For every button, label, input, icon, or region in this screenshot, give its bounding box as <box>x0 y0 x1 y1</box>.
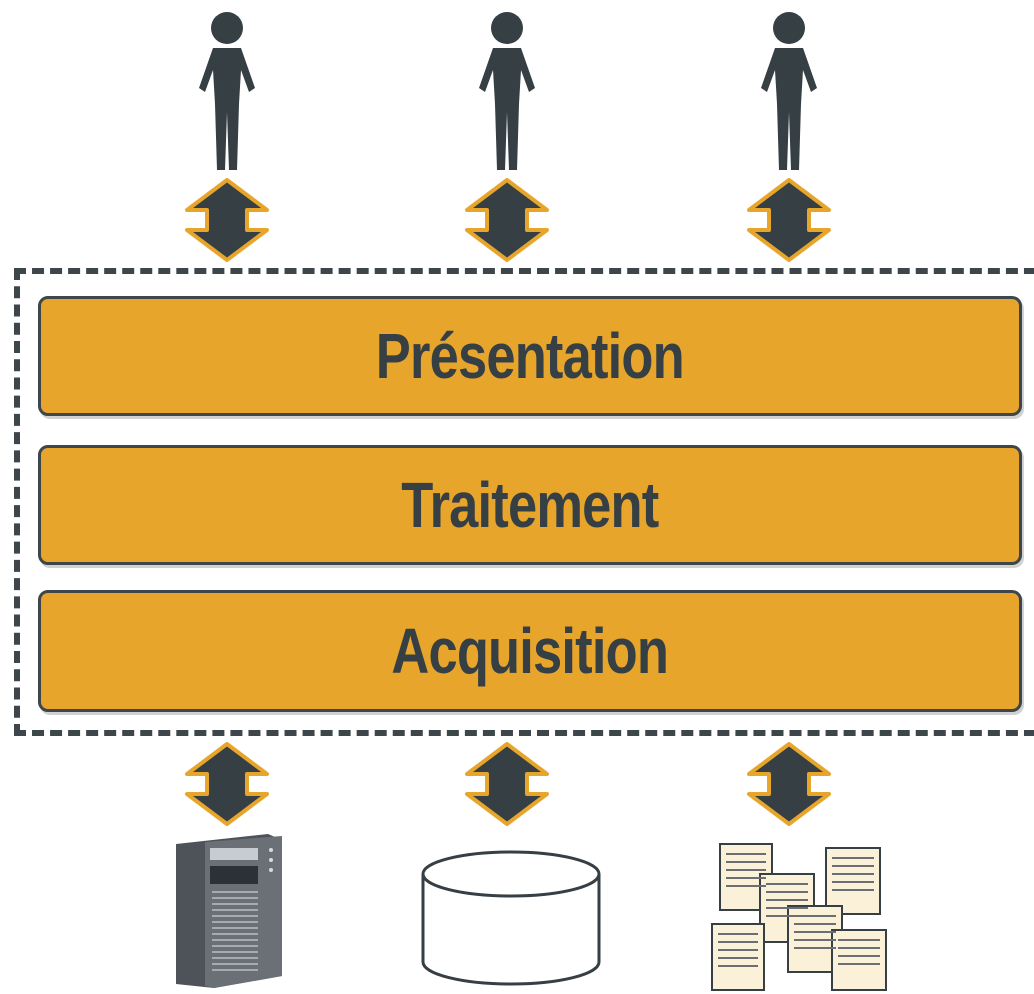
documents-icon <box>711 843 887 991</box>
double-arrow-icon <box>185 742 269 826</box>
layer-label: Présentation <box>375 320 685 392</box>
system-boundary <box>14 268 1034 736</box>
double-arrow-icon <box>465 178 549 262</box>
layer-label: Traitement <box>401 469 659 541</box>
layer-acquisition: Acquisition <box>38 590 1022 712</box>
sources-row <box>176 834 887 991</box>
users-row <box>199 12 817 170</box>
top-arrows <box>185 178 831 262</box>
layer-traitement: Traitement <box>38 445 1022 565</box>
person-icon <box>199 12 255 170</box>
server-icon <box>176 834 282 988</box>
layer-label: Acquisition <box>391 615 670 687</box>
bottom-arrows <box>185 742 831 826</box>
database-icon <box>421 850 601 986</box>
double-arrow-icon <box>185 178 269 262</box>
person-icon <box>761 12 817 170</box>
double-arrow-icon <box>747 742 831 826</box>
person-icon <box>479 12 535 170</box>
double-arrow-icon <box>465 742 549 826</box>
double-arrow-icon <box>747 178 831 262</box>
layer-presentation: Présentation <box>38 296 1022 416</box>
